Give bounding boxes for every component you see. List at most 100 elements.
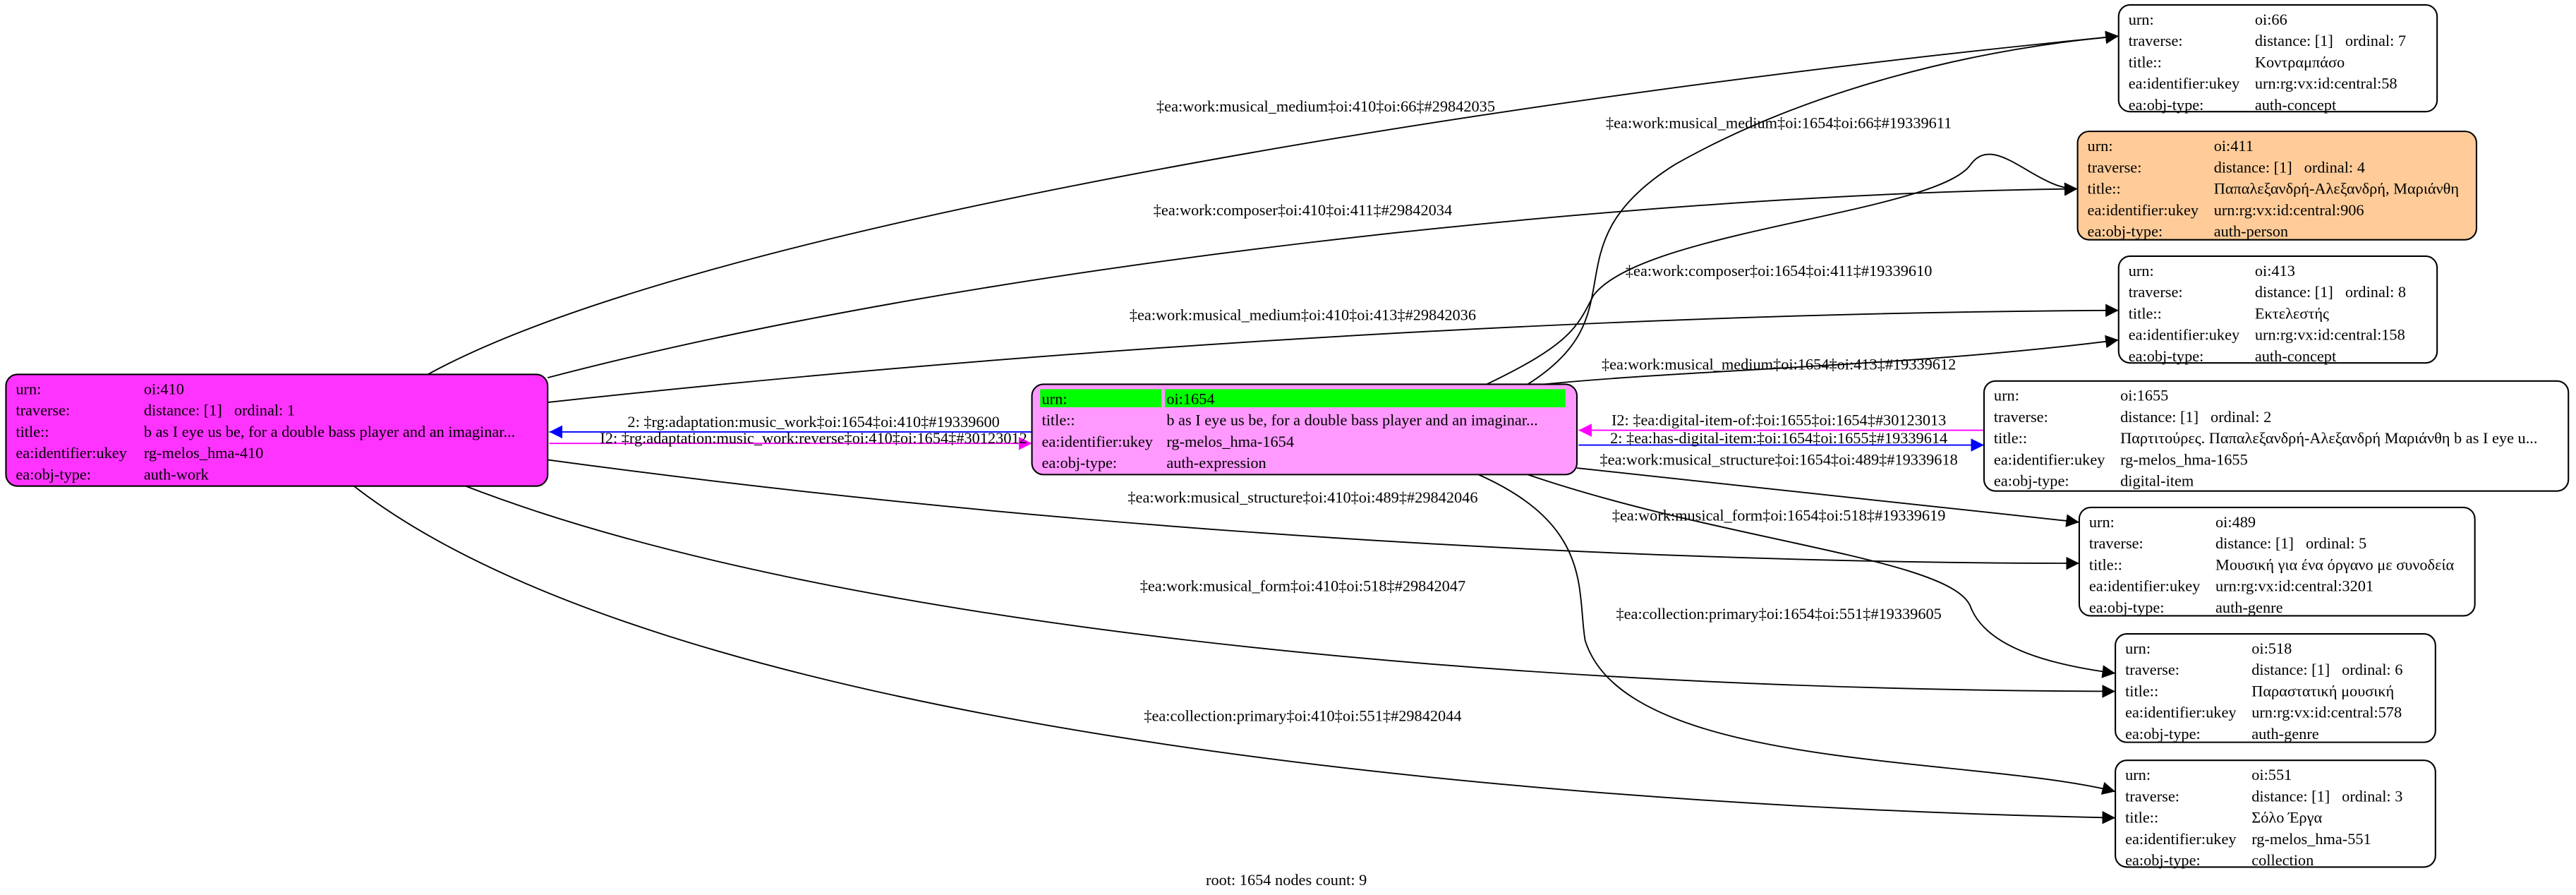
node-field-value-title: Μουσική για ένα όργανο με συνοδεία [2215,555,2454,573]
node-field-value-ukey: urn:rg:vx:id:central:158 [2255,326,2405,344]
node-field-value-urn: oi:1654 [1166,390,1214,407]
edge-line[interactable] [548,304,2119,403]
node-field-value-traverse: distance: [1] [2255,32,2333,49]
edge-1654-to-413[interactable]: ‡ea:work:musical_medium‡oi:1654‡oi:413‡#… [1486,335,2119,392]
node-ordinal: ordinal: 8 [2345,283,2406,301]
node-field-value-ukey: rg-melos_hma-1655 [2120,450,2248,468]
edge-410-to-413[interactable]: ‡ea:work:musical_medium‡oi:410‡oi:413‡#2… [548,304,2119,403]
node-box[interactable] [2115,633,2436,743]
node-box[interactable] [2078,506,2476,617]
graph-footer: root: 1654 nodes count: 9 [1206,871,1367,889]
edge-line[interactable] [465,485,2116,698]
node-field-label: traverse: [2089,534,2143,552]
node-field-label: ea:identifier:ukey [2088,201,2199,219]
node-field-value-traverse: distance: [1] [2251,661,2330,678]
node-field-value-traverse: distance: [1] [2214,158,2292,176]
node-field-label: ea:obj-type: [1042,454,1118,471]
edge-label: ‡ea:work:musical_medium‡oi:410‡oi:66‡#29… [1156,97,1495,115]
node-field-value-type: auth-genre [2251,725,2319,743]
root-highlight [1040,389,1162,407]
edge-1654-to-518[interactable]: ‡ea:work:musical_form‡oi:1654‡oi:518‡#19… [1527,474,2116,678]
node-field-value-type: auth-concept [2255,347,2337,365]
edge-line[interactable] [1486,335,2119,392]
node-field-value-ukey: rg-melos_hma-551 [2251,830,2371,848]
edge-label: ‡ea:work:musical_medium‡oi:410‡oi:413‡#2… [1130,306,1476,324]
edge-line[interactable] [1576,467,2080,527]
edge-line[interactable] [353,485,2116,824]
edge-line[interactable] [1527,474,2116,678]
edge-line[interactable] [1486,153,2078,385]
node-field-value-type: collection [2251,851,2314,869]
node-field-value-title: Κοντραμπάσο [2255,53,2345,71]
node-box[interactable] [5,373,549,487]
edge-1655-to-1654[interactable]: I2: ‡ea:digital-item-of:‡oi:1655‡oi:1654… [1578,412,1984,437]
edge-1654-to-489[interactable]: ‡ea:work:musical_structure‡oi:1654‡oi:48… [1576,450,2080,527]
edge-410-to-489[interactable]: ‡ea:work:musical_structure‡oi:410‡oi:489… [548,459,2079,570]
node-field-label: urn: [16,380,41,397]
node-ordinal: ordinal: 1 [234,402,295,419]
node-field-label: urn: [2129,11,2154,28]
edge-label: ‡ea:work:composer‡oi:1654‡oi:411‡#193396… [1626,262,1933,280]
edge-410-to-551[interactable]: ‡ea:collection:primary‡oi:410‡oi:551‡#29… [353,485,2116,824]
edge-1654-to-551[interactable]: ‡ea:collection:primary‡oi:1654‡oi:551‡#1… [1478,474,2116,795]
node-field-label: title:: [16,423,49,440]
node-field-value-title: Παραστατική μουσική [2251,682,2394,699]
node-field-label: ea:obj-type: [2089,599,2165,616]
node-field-value-urn: oi:411 [2214,137,2254,155]
edge-410-to-66[interactable]: ‡ea:work:musical_medium‡oi:410‡oi:66‡#29… [427,30,2119,376]
node-field-label: urn: [1994,387,2019,404]
edge-line[interactable] [547,182,2078,379]
edge-label: ‡ea:work:musical_form‡oi:410‡oi:518‡#298… [1140,577,1465,595]
node-field-label: ea:obj-type: [1994,472,2069,490]
node-box[interactable] [2076,131,2478,241]
edge-410-to-1654[interactable]: I2: ‡rg:adaptation:music_work:reverse‡oi… [549,429,1032,450]
edge-label: ‡ea:work:musical_form‡oi:1654‡oi:518‡#19… [1612,507,1946,524]
node-field-value-ukey: urn:rg:vx:id:central:3201 [2215,577,2374,595]
node-field-value-ukey: urn:rg:vx:id:central:58 [2255,75,2397,92]
node-field-label: ea:identifier:ukey [2089,577,2201,595]
node-field-value-type: auth-genre [2215,599,2283,616]
node-field-label: title:: [2089,555,2122,573]
node-field-label: title:: [1994,429,2027,447]
node-field-value-traverse: distance: [1] [2120,408,2199,426]
edge-410-to-411[interactable]: ‡ea:work:composer‡oi:410‡oi:411‡#2984203… [547,182,2078,379]
edge-1654-to-66[interactable]: ‡ea:work:musical_medium‡oi:1654‡oi:66‡#1… [1527,30,2119,385]
edge-line[interactable] [548,459,2079,570]
node-box[interactable] [2115,759,2436,868]
node-field-label: ea:identifier:ukey [2129,75,2240,92]
node-field-value-type: auth-person [2214,222,2288,240]
node-field-label: ea:obj-type: [16,465,91,483]
node-field-value-title: Παπαλεξανδρή-Αλεξανδρή, Μαριάνθη [2214,180,2459,198]
node-ordinal: ordinal: 5 [2306,534,2366,552]
node-field-label: ea:identifier:ukey [2125,704,2237,721]
edge-1654-to-410[interactable]: 2: ‡rg:adaptation:music_work‡oi:1654‡oi:… [549,413,1032,439]
node-field-label: title:: [2129,53,2162,71]
node-field-value-traverse: distance: [1] [144,402,222,419]
edge-label: 2: ‡rg:adaptation:music_work‡oi:1654‡oi:… [627,413,999,431]
edge-1654-to-1655[interactable]: 2: ‡ea:has-digital-item:‡oi:1654‡oi:1655… [1578,429,1984,452]
edge-line[interactable] [1478,474,2116,795]
edge-1654-to-411[interactable]: ‡ea:work:composer‡oi:1654‡oi:411‡#193396… [1486,153,2078,385]
node-field-label: traverse: [16,402,70,419]
node-field-value-ukey: rg-melos_hma-410 [144,444,263,462]
node-box[interactable] [2117,4,2438,113]
node-field-label: title:: [1042,412,1075,429]
node-field-value-type: auth-concept [2255,96,2337,114]
node-box[interactable] [1983,380,2570,492]
edge-line[interactable] [1527,30,2119,385]
node-box[interactable] [2117,255,2438,364]
node-field-value-urn: oi:66 [2255,11,2287,28]
node-field-label: traverse: [2129,283,2183,301]
edge-line[interactable] [427,30,2119,376]
node-ordinal: ordinal: 6 [2342,661,2402,678]
edge-410-to-518[interactable]: ‡ea:work:musical_form‡oi:410‡oi:518‡#298… [465,485,2116,698]
